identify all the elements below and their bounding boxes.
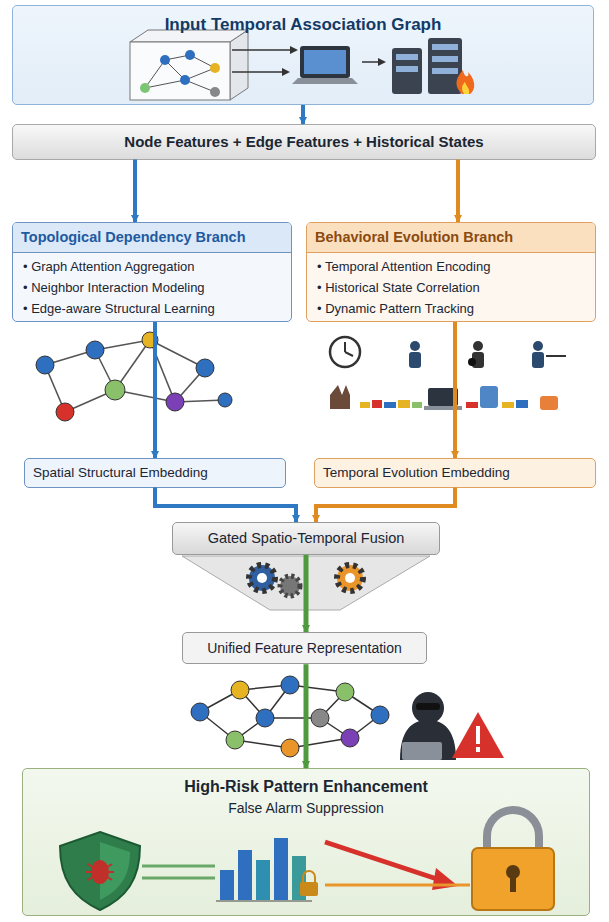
node-text: • Graph Attention Aggregation — [13, 257, 291, 278]
node-title: Topological Dependency Branch — [13, 223, 291, 253]
flow-arrow — [155, 488, 296, 522]
node-title: High-Risk Pattern Enhancement — [33, 777, 579, 798]
flow-arrow — [456, 160, 460, 223]
attacker-icon — [400, 692, 504, 760]
flow-arrow — [133, 160, 137, 223]
node-title: Unified Feature Representation — [191, 639, 418, 657]
node-text: • Neighbor Interaction Modeling — [13, 278, 291, 299]
node-title: Temporal Evolution Embedding — [323, 464, 587, 482]
node-text: False Alarm Suppression — [33, 799, 579, 817]
node-title: Input Temporal Association Graph — [23, 14, 583, 36]
node-text: • Edge-aware Structural Learning — [13, 299, 291, 320]
representation-box: Unified Feature Representation — [182, 632, 427, 664]
graph-illustration — [36, 332, 232, 421]
flow-arrow — [304, 664, 309, 768]
fusion-box: Gated Spatio-Temporal Fusion — [172, 522, 440, 555]
node-title: Behavioral Evolution Branch — [307, 223, 595, 253]
behavior-illustration — [330, 337, 566, 410]
node-title: Gated Spatio-Temporal Fusion — [181, 529, 431, 548]
flow-arrow — [453, 322, 457, 458]
embedding-box: Temporal Evolution Embedding — [314, 458, 596, 488]
branch-box: Topological Dependency Branch • Graph Att… — [12, 222, 292, 322]
node-text: • Historical State Correlation — [307, 278, 595, 299]
network-illustration — [191, 676, 504, 760]
node-title: Spatial Structural Embedding — [33, 464, 277, 482]
flow-arrow — [316, 488, 455, 522]
embedding-box: Spatial Structural Embedding — [24, 458, 286, 488]
node-text: • Temporal Attention Encoding — [307, 257, 595, 278]
node-title: Node Features + Edge Features + Historic… — [21, 132, 587, 152]
node-text: • Dynamic Pattern Tracking — [307, 299, 595, 320]
branch-box: Behavioral Evolution Branch • Temporal At… — [306, 222, 596, 322]
flow-arrow — [301, 105, 305, 124]
flow-arrow — [153, 322, 157, 458]
feature-bar: Node Features + Edge Features + Historic… — [12, 124, 596, 160]
flow-arrow — [304, 555, 309, 632]
